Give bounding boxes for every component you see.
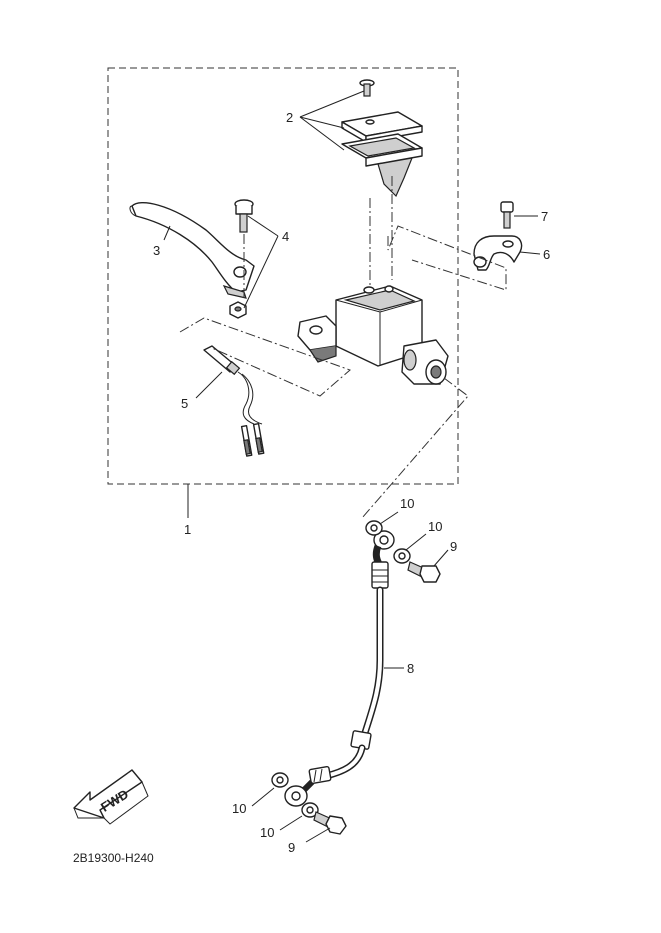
callout-10-d: 10 (260, 825, 274, 840)
brake-hose[interactable] (284, 530, 395, 807)
union-bolt-bottom[interactable] (313, 811, 347, 835)
reservoir-diaphragm (341, 133, 423, 198)
callout-8: 8 (407, 661, 414, 676)
washer-top-2[interactable] (393, 548, 411, 564)
washer-bottom-2[interactable] (301, 802, 319, 818)
callout-1: 1 (184, 522, 191, 537)
pivot-bolt[interactable] (234, 199, 254, 233)
holder-bolt[interactable] (500, 201, 514, 229)
callout-9-top: 9 (450, 539, 457, 554)
pivot-nut[interactable] (229, 301, 247, 319)
washer-top-1[interactable] (365, 520, 383, 536)
callout-3: 3 (153, 243, 160, 258)
callout-6: 6 (543, 247, 550, 262)
diagram-code: 2B19300-H240 (73, 851, 154, 865)
reservoir-cap-group[interactable] (341, 79, 423, 198)
assembly-boundary-box (107, 67, 459, 485)
callout-7: 7 (541, 209, 548, 224)
cap-screw (359, 79, 375, 97)
callout-5: 5 (181, 396, 188, 411)
callout-10-a: 10 (400, 496, 414, 511)
callout-10-b: 10 (428, 519, 442, 534)
union-bolt-top[interactable] (407, 561, 441, 583)
brake-lever[interactable] (129, 202, 255, 299)
fwd-arrow-icon: FWD (73, 769, 149, 825)
callout-4: 4 (282, 229, 289, 244)
callout-2: 2 (286, 110, 293, 125)
master-cylinder-body[interactable] (297, 285, 449, 385)
washer-bottom-1[interactable] (271, 772, 289, 788)
callout-9-bottom: 9 (288, 840, 295, 855)
brake-light-switch[interactable] (203, 345, 265, 457)
callout-10-c: 10 (232, 801, 246, 816)
